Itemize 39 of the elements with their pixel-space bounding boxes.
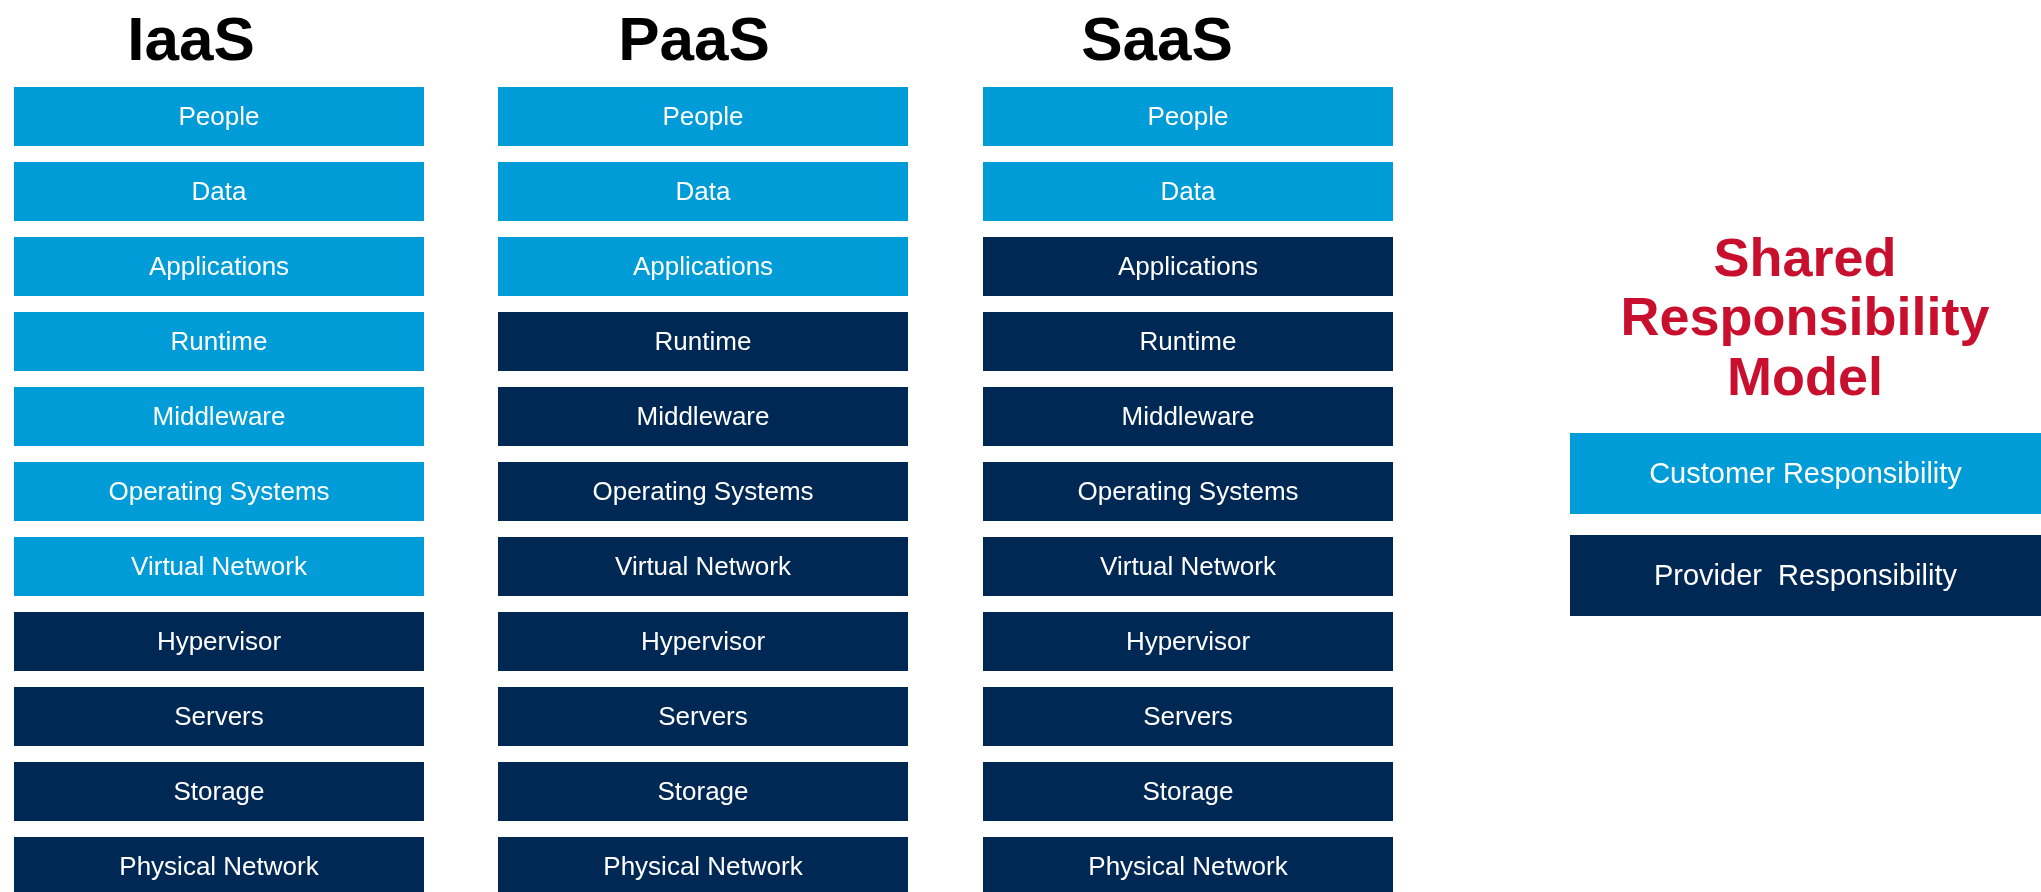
layer-box: Physical Network bbox=[498, 837, 908, 892]
layer-box: Data bbox=[14, 162, 424, 221]
layer-box: Applications bbox=[14, 237, 424, 296]
layer-box: Runtime bbox=[983, 312, 1393, 371]
layer-box: Operating Systems bbox=[498, 462, 908, 521]
legend-item: Customer Responsibility bbox=[1570, 433, 2041, 514]
layer-box: Servers bbox=[14, 687, 424, 746]
layer-box: Hypervisor bbox=[14, 612, 424, 671]
legend-item: Provider Responsibility bbox=[1570, 535, 2041, 616]
layer-box: Servers bbox=[498, 687, 908, 746]
column-heading: SaaS bbox=[1080, 6, 1234, 70]
layer-box: Applications bbox=[498, 237, 908, 296]
layer-box: Middleware bbox=[983, 387, 1393, 446]
layer-box: Physical Network bbox=[983, 837, 1393, 892]
column-heading: PaaS bbox=[617, 6, 771, 70]
layer-box: Runtime bbox=[498, 312, 908, 371]
layer-box: Virtual Network bbox=[498, 537, 908, 596]
title: Shared Responsibility Model bbox=[1619, 232, 1991, 402]
column-heading: IaaS bbox=[126, 6, 256, 70]
layer-box: People bbox=[498, 87, 908, 146]
layer-box: Data bbox=[498, 162, 908, 221]
layer-box: People bbox=[14, 87, 424, 146]
layer-box: Storage bbox=[983, 762, 1393, 821]
layer-box: Operating Systems bbox=[983, 462, 1393, 521]
layer-box: Data bbox=[983, 162, 1393, 221]
layer-box: Physical Network bbox=[14, 837, 424, 892]
layer-box: Storage bbox=[14, 762, 424, 821]
layer-box: Middleware bbox=[14, 387, 424, 446]
layer-box: People bbox=[983, 87, 1393, 146]
layer-box: Hypervisor bbox=[498, 612, 908, 671]
layer-box: Virtual Network bbox=[14, 537, 424, 596]
layer-box: Virtual Network bbox=[983, 537, 1393, 596]
layer-box: Runtime bbox=[14, 312, 424, 371]
layer-box: Servers bbox=[983, 687, 1393, 746]
layer-box: Storage bbox=[498, 762, 908, 821]
layer-box: Applications bbox=[983, 237, 1393, 296]
layer-box: Middleware bbox=[498, 387, 908, 446]
layer-box: Operating Systems bbox=[14, 462, 424, 521]
layer-box: Hypervisor bbox=[983, 612, 1393, 671]
